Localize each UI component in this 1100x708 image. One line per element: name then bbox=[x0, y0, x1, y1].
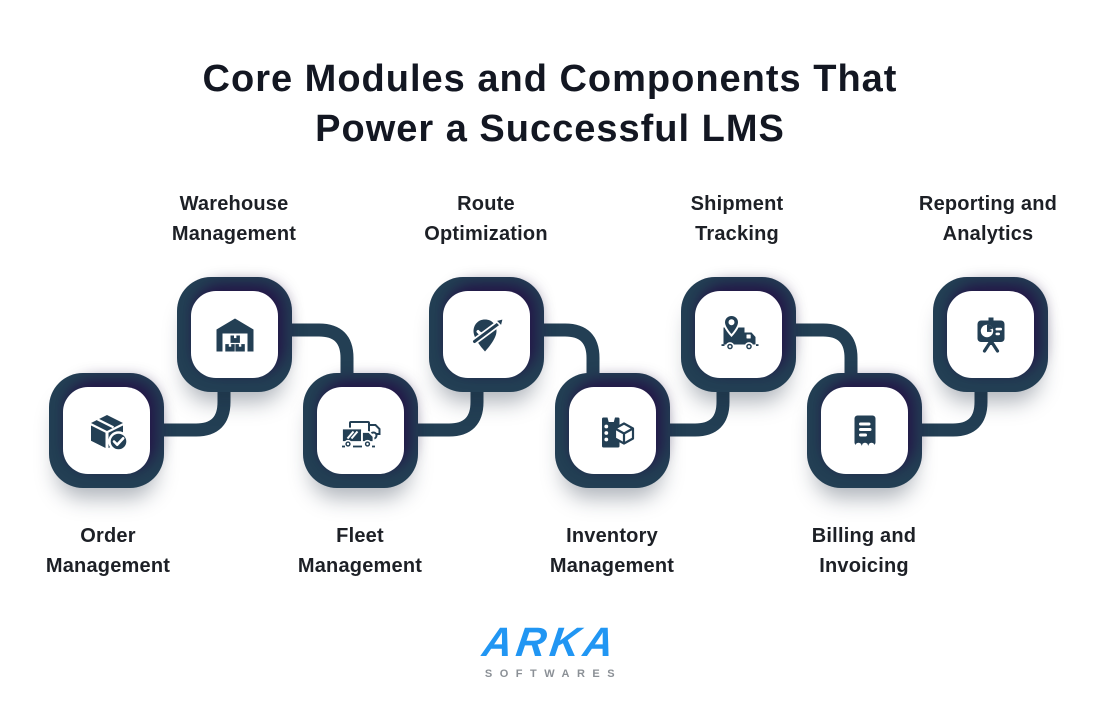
module-label-warehouse-management: Warehouse Management bbox=[171, 193, 297, 245]
connector-billing-reporting bbox=[921, 391, 988, 437]
connector-warehouse-fleet bbox=[291, 323, 354, 374]
module-label-shipment-tracking: Shipment Tracking bbox=[690, 193, 784, 245]
connector-shipment-billing bbox=[795, 323, 858, 374]
package-check-icon bbox=[90, 414, 129, 452]
module-box-warehouse-management bbox=[177, 277, 292, 392]
module-label-order-management: Order Management bbox=[45, 525, 171, 577]
logo-subtitle: SOFTWARES bbox=[484, 668, 623, 680]
icon-tile bbox=[443, 291, 530, 378]
module-box-billing-invoicing bbox=[807, 373, 922, 488]
module-box-route-optimization bbox=[429, 277, 544, 392]
icon-tile bbox=[821, 387, 908, 474]
module-label-reporting-analytics: Reporting and Analytics bbox=[918, 193, 1058, 245]
warehouse-icon bbox=[216, 318, 253, 351]
connector-inventory-shipment bbox=[669, 391, 730, 437]
presentation-chart-icon bbox=[977, 317, 1004, 353]
page-title: Core Modules and Components That Power a… bbox=[202, 58, 898, 150]
icon-tile bbox=[569, 387, 656, 474]
connector-order-warehouse bbox=[163, 391, 231, 437]
icon-tile bbox=[947, 291, 1034, 378]
module-box-inventory-management bbox=[555, 373, 670, 488]
trucks-icon bbox=[340, 420, 380, 448]
module-label-billing-invoicing: Billing and Invoicing bbox=[811, 525, 917, 577]
arka-logo: ARKA SOFTWARES bbox=[0, 619, 1100, 680]
module-label-route-optimization: Route Optimization bbox=[424, 193, 548, 245]
icon-tile bbox=[191, 291, 278, 378]
connector-route-inventory bbox=[543, 323, 600, 374]
icon-tile bbox=[63, 387, 150, 474]
icon-tile bbox=[695, 291, 782, 378]
icon-tile bbox=[317, 387, 404, 474]
module-box-shipment-tracking bbox=[681, 277, 796, 392]
module-box-order-management bbox=[49, 373, 164, 488]
truck-pin-icon bbox=[721, 313, 758, 351]
logo-wordmark: ARKA bbox=[479, 619, 621, 665]
module-box-reporting-analytics bbox=[933, 277, 1048, 392]
receipt-icon bbox=[854, 415, 875, 449]
connector-fleet-route bbox=[417, 391, 484, 437]
module-label-fleet-management: Fleet Management bbox=[297, 525, 423, 577]
module-box-fleet-management bbox=[303, 373, 418, 488]
pin-arrow-icon bbox=[472, 317, 504, 351]
clipboard-cube-icon bbox=[601, 417, 634, 447]
module-label-inventory-management: Inventory Management bbox=[549, 525, 675, 577]
